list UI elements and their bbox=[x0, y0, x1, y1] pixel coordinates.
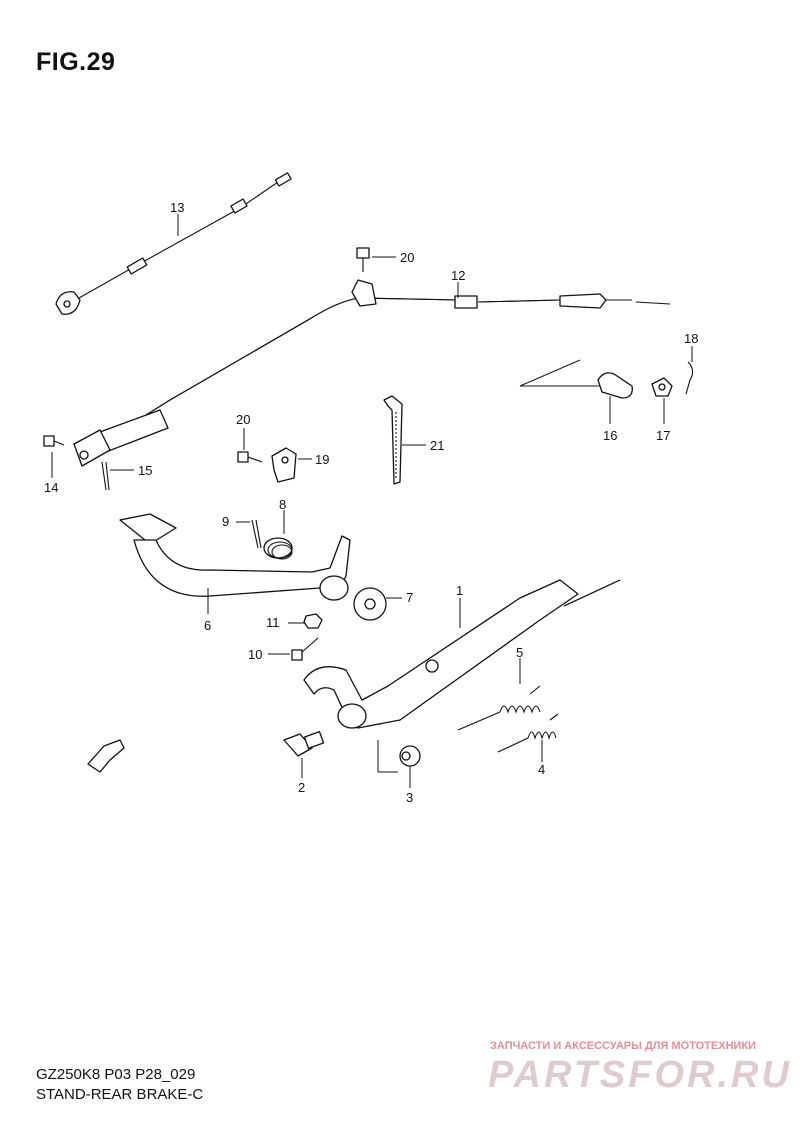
part-13-cable bbox=[55, 172, 292, 315]
callout-17: 17 bbox=[656, 428, 670, 443]
part-4-spring bbox=[497, 713, 559, 753]
callout-12: 12 bbox=[451, 268, 465, 283]
callout-4: 4 bbox=[538, 762, 545, 777]
callout-15: 15 bbox=[138, 463, 152, 478]
figure-title: FIG.29 bbox=[36, 48, 116, 76]
callout-14: 14 bbox=[44, 480, 58, 495]
callout-19: 19 bbox=[315, 452, 329, 467]
callout-18: 18 bbox=[684, 331, 698, 346]
callout-5: 5 bbox=[516, 645, 523, 660]
part-12-cable bbox=[73, 279, 632, 467]
callout-20a: 20 bbox=[400, 250, 414, 265]
part-16-pin bbox=[597, 372, 633, 399]
part-1-side-stand bbox=[303, 579, 621, 729]
callout-2: 2 bbox=[298, 780, 305, 795]
fwd-arrow-icon: FWD bbox=[87, 739, 125, 773]
part-18-clip bbox=[685, 361, 694, 395]
part-10-bolt bbox=[291, 637, 319, 661]
callout-10: 10 bbox=[248, 647, 262, 662]
section-title: STAND-REAR BRAKE-C bbox=[36, 1086, 204, 1103]
part-8-spring bbox=[263, 537, 293, 560]
callout-3: 3 bbox=[406, 790, 413, 805]
callout-6: 6 bbox=[204, 618, 211, 633]
callout-1: 1 bbox=[456, 583, 463, 598]
callout-21: 21 bbox=[430, 438, 444, 453]
callout-labels: 13 20 12 18 16 17 14 15 20 19 21 9 8 6 7… bbox=[44, 200, 698, 805]
watermark-logo: PARTSFOR.RU bbox=[488, 1054, 792, 1096]
part-7-washer bbox=[353, 587, 387, 621]
part-9-cotter-pin bbox=[251, 519, 262, 549]
part-5-spring bbox=[457, 685, 541, 731]
watermark-tagline: ЗАПЧАСТИ И АКСЕССУАРЫ ДЛЯ МОТОТЕХНИКИ bbox=[490, 1040, 757, 1052]
part-6-brake-pedal bbox=[119, 513, 351, 601]
callout-7: 7 bbox=[406, 590, 413, 605]
part-20-bolt-lower bbox=[237, 451, 263, 463]
model-code: GZ250K8 P03 P28_029 bbox=[36, 1066, 196, 1083]
callout-20b: 20 bbox=[236, 412, 250, 427]
part-19-bracket bbox=[271, 447, 297, 483]
part-17-nut bbox=[651, 377, 673, 397]
part-15-cotter-pin bbox=[101, 461, 110, 491]
callout-11: 11 bbox=[266, 615, 280, 630]
part-14-bolt bbox=[43, 435, 65, 447]
part-21-cable-tie bbox=[383, 395, 403, 485]
part-2-pivot-bolt bbox=[283, 730, 325, 757]
callout-9: 9 bbox=[222, 514, 229, 529]
part-20-bolt-top bbox=[356, 247, 370, 272]
callout-16: 16 bbox=[603, 428, 617, 443]
part-11-nut bbox=[303, 613, 323, 629]
callout-8: 8 bbox=[279, 497, 286, 512]
part-3-collar bbox=[399, 745, 421, 767]
callout-13: 13 bbox=[170, 200, 184, 215]
